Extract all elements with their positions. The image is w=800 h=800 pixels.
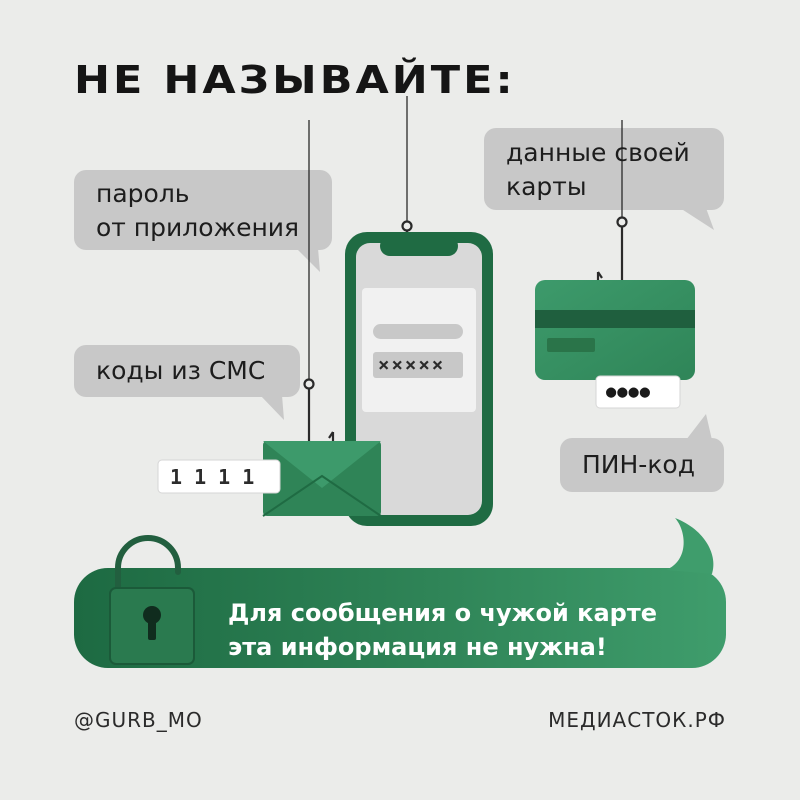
footer-source: МЕДИАСТОК.РФ: [548, 708, 726, 732]
bubble-pin-code: [560, 414, 724, 492]
phone-password-mask: ×××××: [378, 354, 446, 376]
envelope-code-mask: 1 1 1 1: [170, 465, 255, 489]
bubble-text-pin-code: ПИН-код: [582, 450, 696, 479]
bubble-app-password: [74, 170, 332, 272]
headline: НЕ НАЗЫВАЙТЕ:: [74, 58, 516, 103]
open-padlock-icon: [109, 535, 195, 665]
bubble-card-data: [484, 128, 724, 230]
info-banner: [74, 518, 726, 668]
smartphone-icon: [345, 232, 493, 526]
bubble-text-card-data: данные своей карты: [506, 136, 690, 204]
bank-card-icon: [535, 280, 695, 409]
bubble-line: пароль: [96, 179, 190, 208]
bubble-sms-codes: [74, 345, 300, 420]
envelope-icon: [157, 441, 382, 517]
footer-handle: @GURB_MO: [74, 708, 203, 732]
banner-line: эта информация не нужна!: [228, 633, 607, 661]
card-pin-mask: ●●●●: [606, 382, 651, 402]
bubble-text-app-password: пароль от приложения: [96, 177, 299, 245]
bubble-line: данные своей: [506, 138, 690, 167]
bubble-line: от приложения: [96, 213, 300, 242]
banner-text: Для сообщения о чужой карте эта информац…: [228, 596, 657, 664]
bubble-line: карты: [506, 172, 587, 201]
banner-line: Для сообщения о чужой карте: [228, 599, 658, 627]
bubble-text-sms-codes: коды из СМС: [96, 356, 266, 385]
